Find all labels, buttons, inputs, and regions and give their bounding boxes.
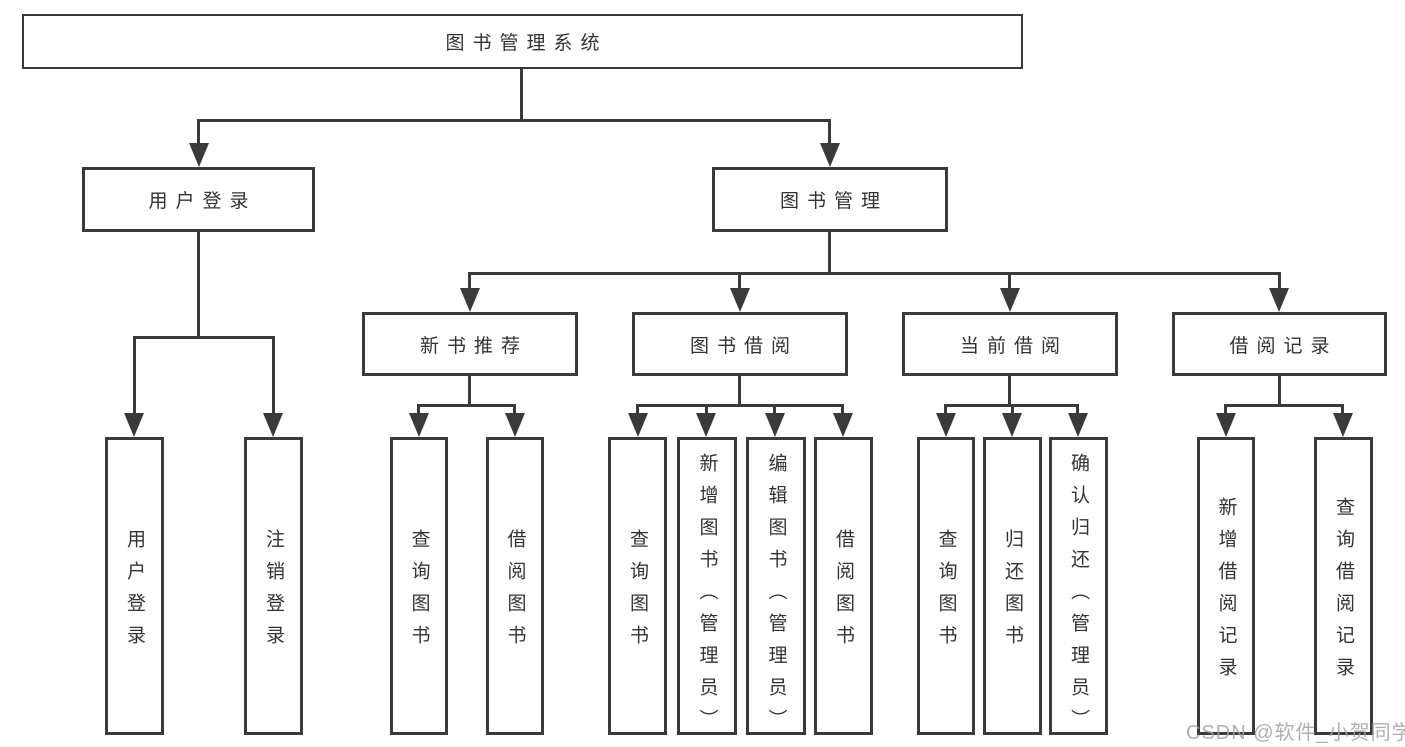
connector-line — [738, 272, 741, 290]
connector-arrowhead — [505, 413, 525, 437]
leaf-return-books: 归还图书 — [983, 437, 1042, 735]
node-book-borrowing: 图书借阅 — [632, 312, 848, 376]
node-label: 新增借阅记录 — [1215, 496, 1237, 689]
connector-line — [828, 119, 831, 145]
connector-arrowhead — [409, 413, 429, 437]
connector-line — [636, 404, 639, 415]
connector-line — [1278, 272, 1281, 290]
node-label: 查询图书 — [935, 528, 957, 657]
connector-line — [841, 404, 844, 415]
connector-line — [636, 404, 844, 407]
connector-line — [197, 119, 200, 145]
connector-line — [468, 272, 1281, 275]
connector-arrowhead — [1002, 413, 1022, 437]
leaf-borrow-books: 借阅图书 — [486, 437, 544, 735]
node-borrowing-records: 借阅记录 — [1172, 312, 1387, 376]
connector-arrowhead — [1333, 413, 1353, 437]
connector-line — [773, 404, 776, 415]
connector-arrowhead — [1216, 413, 1236, 437]
connector-line — [468, 376, 471, 404]
connector-arrowhead — [1000, 288, 1020, 312]
connector-line — [1341, 404, 1344, 415]
leaf-user-login: 用户登录 — [105, 437, 164, 735]
leaf-query-books: 查询图书 — [390, 437, 448, 735]
node-label: 借阅图书 — [833, 528, 854, 657]
leaf-edit-books-admin: 编辑图书（管理员） — [746, 437, 806, 741]
leaf-logout: 注销登录 — [244, 437, 303, 735]
connector-line — [197, 119, 831, 122]
node-label: 借阅记录 — [1229, 335, 1338, 357]
node-label: 当前借阅 — [959, 335, 1068, 357]
node-current-borrowing: 当前借阅 — [902, 312, 1118, 376]
connector-line — [705, 404, 708, 415]
connector-line — [1011, 404, 1014, 415]
connector-arrowhead — [124, 413, 144, 437]
node-label: 查询图书 — [408, 528, 430, 657]
connector-line — [513, 404, 516, 415]
node-label: 图书管理 — [779, 191, 888, 212]
connector-line — [272, 336, 275, 415]
node-label: 用户登录 — [124, 528, 145, 657]
connector-line — [133, 336, 136, 415]
node-label: 查询借阅记录 — [1333, 496, 1354, 689]
node-label: 查询图书 — [627, 528, 648, 657]
leaf-borrow-books: 借阅图书 — [814, 437, 873, 735]
node-label: 编辑图书（管理员） — [765, 453, 787, 741]
leaf-add-books-admin: 新增图书（管理员） — [677, 437, 737, 741]
node-label: 新增图书（管理员） — [696, 453, 718, 741]
connector-line — [197, 232, 200, 336]
connector-line — [133, 336, 275, 339]
connector-arrowhead — [730, 288, 750, 312]
leaf-confirm-return-admin: 确认归还（管理员） — [1049, 437, 1108, 741]
watermark: CSDN @软件_小贺同学 — [1186, 722, 1405, 744]
connector-arrowhead — [460, 288, 480, 312]
leaf-query-books: 查询图书 — [608, 437, 667, 735]
connector-line — [468, 272, 471, 290]
node-new-book-recommend: 新书推荐 — [362, 312, 578, 376]
connector-line — [1008, 272, 1011, 290]
connector-line — [828, 232, 831, 272]
connector-line — [1224, 404, 1344, 407]
leaf-query-books: 查询图书 — [917, 437, 975, 735]
node-label: 图书管理系统 — [445, 33, 608, 54]
connector-arrowhead — [263, 413, 283, 437]
node-label: 归还图书 — [1002, 528, 1023, 657]
connector-arrowhead — [1269, 288, 1289, 312]
node-label: 借阅图书 — [504, 528, 526, 657]
connector-arrowhead — [189, 143, 209, 167]
node-book-management-branch: 图书管理 — [712, 167, 948, 232]
connector-line — [944, 404, 947, 415]
connector-arrowhead — [833, 413, 853, 437]
node-label: 图书借阅 — [689, 335, 798, 357]
connector-line — [1076, 404, 1079, 415]
connector-arrowhead — [765, 413, 785, 437]
connector-line — [417, 404, 516, 407]
node-label: 新书推荐 — [419, 335, 528, 357]
connector-line — [417, 404, 420, 415]
connector-line — [738, 376, 741, 404]
leaf-add-borrow-record: 新增借阅记录 — [1197, 437, 1255, 735]
node-label: 确认归还（管理员） — [1068, 453, 1089, 741]
node-library-system: 图书管理系统 — [22, 14, 1023, 69]
connector-arrowhead — [820, 143, 840, 167]
connector-arrowhead — [1068, 413, 1088, 437]
connector-arrowhead — [696, 413, 716, 437]
node-label: 注销登录 — [263, 528, 284, 657]
connector-arrowhead — [628, 413, 648, 437]
connector-line — [1278, 376, 1281, 404]
connector-line — [520, 69, 523, 119]
connector-arrowhead — [936, 413, 956, 437]
node-label: 用户登录 — [148, 191, 257, 212]
connector-line — [1224, 404, 1227, 415]
node-user-login-branch: 用户登录 — [82, 167, 315, 232]
leaf-query-borrow-record: 查询借阅记录 — [1314, 437, 1373, 735]
connector-line — [1008, 376, 1011, 404]
